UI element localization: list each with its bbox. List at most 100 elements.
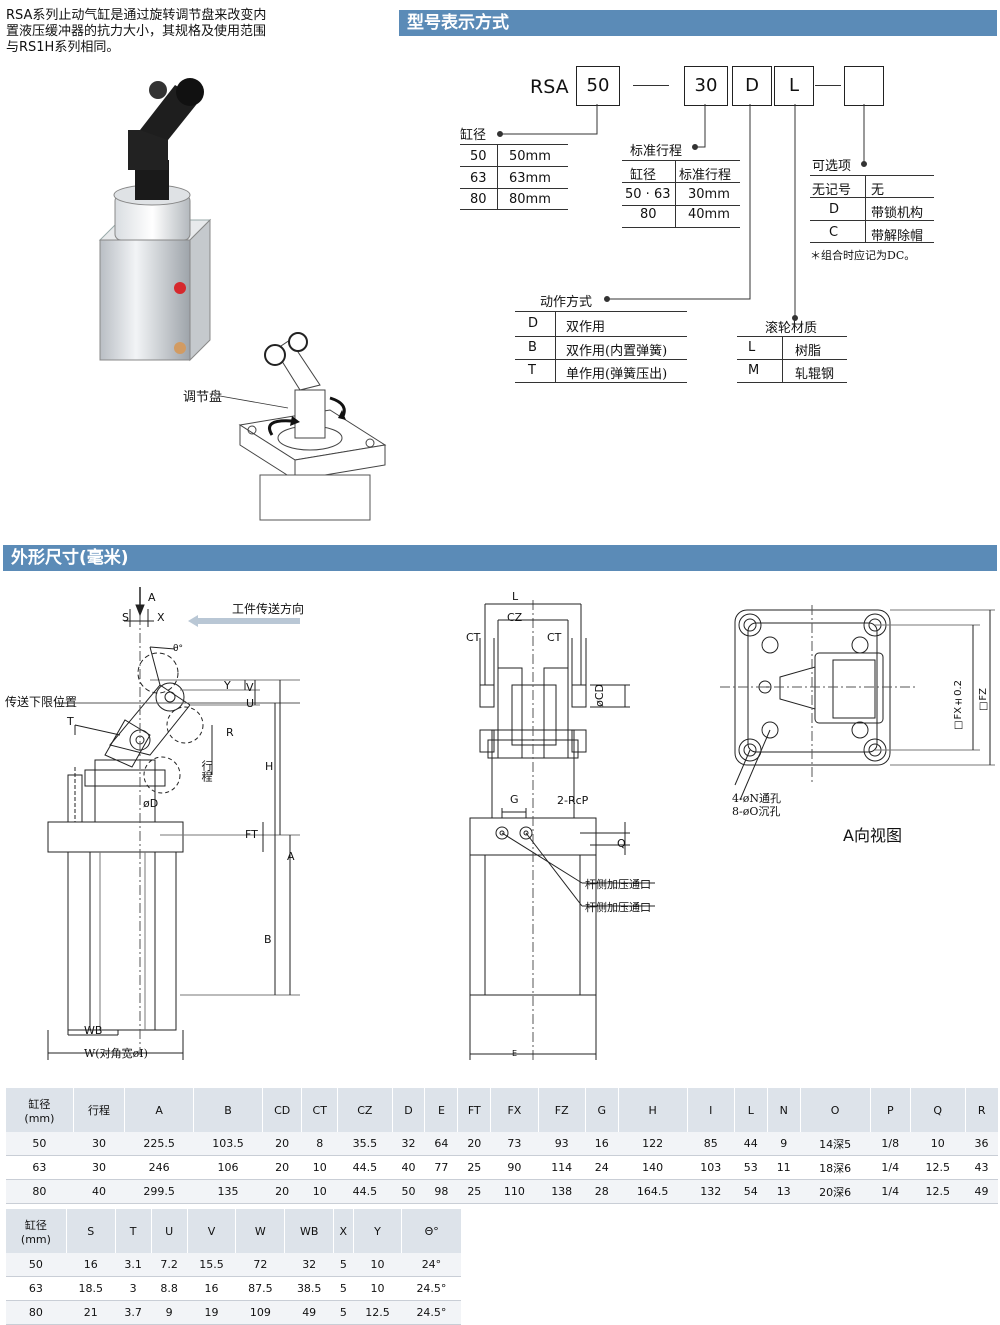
options-note: ＊组合时应记为DC。 [810,249,916,262]
spec-table-1-cell: 14深5 [800,1132,871,1156]
spec-table-1-cell: 25 [457,1155,491,1180]
options-row-3-code: C [829,225,839,240]
spec-table-1-cell: 35.5 [337,1132,393,1156]
spec-table-1-cell: 122 [618,1132,688,1156]
bore-row-1-code: 50 [470,149,487,164]
stroke-row-1-stroke: 30mm [688,187,730,202]
action-table-rule-3 [515,359,687,360]
spec-table-1-header-cell: E [424,1088,458,1132]
spec-table-2-cell: 5 [333,1253,354,1277]
label-U: U [246,697,255,710]
roller-code-box: L [774,66,814,106]
bore-table-rule-3 [460,188,568,189]
spec-table-1-cell: 8 [301,1132,338,1156]
spec-table-1-cell: 64 [424,1132,458,1156]
spec-table-1-cell: 20 [262,1155,302,1180]
a-view-title: A向视图 [843,826,902,845]
spec-table-1-header-cell: CZ [337,1088,393,1132]
spec-table-2-cell: 8.8 [151,1276,188,1301]
roller-row-2-code: M [748,363,760,378]
roller-row-1-code: L [748,340,756,355]
action-row-1-code: D [528,316,539,331]
spec-table-1-cell: 20 [262,1132,302,1156]
spec-table-2-cell: 19 [187,1300,236,1325]
spec-table-1-cell: 77 [424,1155,458,1180]
roller-table-title: 滚轮材质 [765,321,818,336]
bore-table-rule-4 [460,209,568,210]
bore-table-rule [460,144,568,145]
spec-table-2-cell: 72 [235,1253,285,1277]
spec-table-2-cell: 9 [151,1300,188,1325]
spec-table-1-cell: 28 [585,1179,619,1204]
label-FT: FT [245,828,258,841]
stroke-table-rule-4 [622,227,740,228]
spec-table-2-cell: 49 [284,1300,334,1325]
bore-row-3-value: 80mm [509,192,551,207]
label-V: V [246,681,254,694]
spec-table-1-header-cell: N [766,1088,801,1132]
stroke-row-2-stroke: 40mm [688,207,730,222]
spec-table-1-cell: 10 [301,1179,338,1204]
spec-table-1-cell: 54 [734,1179,768,1204]
spec-table-1-cell: 103.5 [193,1132,263,1156]
intro-line-1: RSA系列止动气缸是通过旋转调节盘来改变内 [6,8,267,23]
label-work-direction: 工件传送方向 [232,602,305,616]
stroke-table-rule-3 [622,205,740,206]
spec-table-1-cell: 110 [490,1179,539,1204]
model-section-title: 型号表示方式 [407,13,509,33]
spec-table-1-header-cell: FX [490,1088,539,1132]
spec-table-1-cell: 20 [457,1132,491,1156]
spec-table-1-cell: 63 [5,1155,74,1180]
label-rod-port: 杆侧加压通口 [585,878,651,891]
bore-table-rule-2 [460,166,568,167]
intro-text: RSA系列止动气缸是通过旋转调节盘来改变内 置液压缓冲器的抗力大小，其规格及使用… [6,8,336,56]
options-table-rule-3 [810,220,934,221]
label-R: R [226,726,234,739]
stroke-table-rule [622,160,740,161]
spec-table-1-header-cell: H [617,1088,688,1132]
spec-table-1-cell: 1/8 [870,1132,911,1156]
spec-table-1-cell: 1/4 [870,1155,911,1180]
label-theta: θ° [173,644,184,654]
model-dash [633,85,669,86]
action-table-rule [515,311,687,312]
options-row-3-desc: 带解除帽 [871,229,924,244]
roller-table-rule-3 [737,382,847,383]
spec-table-1-header-cell: 行程 [72,1088,125,1132]
spec-table-1-cell: 80 [5,1179,74,1204]
stroke-header-stroke: 标准行程 [679,168,732,183]
spec-table-1-header-cell: CD [261,1088,302,1132]
label-CT-left: CT [466,631,481,644]
spec-table-2-header-cell: X [333,1209,354,1253]
spec-table-2-cell: 24.5° [401,1300,461,1325]
front-view-drawing [469,600,655,1060]
label-W: W(对角宽øI) [84,1047,148,1060]
spec-table-1-cell: 16 [585,1132,619,1156]
options-row-2-code: D [829,202,840,217]
label-head-port: 杆侧加压通口 [585,901,651,914]
bore-row-2-code: 63 [470,171,487,186]
bore-row-3-code: 80 [470,192,487,207]
spec-table-1-cell: 135 [193,1179,263,1204]
side-view-drawing [47,587,300,1060]
spec-table-1-cell: 225.5 [124,1132,194,1156]
spec-table-1-header-cell: CT [301,1088,338,1132]
options-row-1-code: 无记号 [812,183,852,198]
spec-table-2-header-cell: W [235,1209,285,1253]
action-row-3-code: T [528,363,536,378]
label-CD: øCD [593,684,606,707]
label-G: G [510,793,519,806]
spec-table-2-header-cell: Θ° [401,1209,461,1253]
label-X: X [157,611,165,624]
spec-table-1-header-cell: R [964,1088,998,1132]
stroke-table-divider [675,161,676,227]
spec-table-1-header-cell: Q [910,1088,965,1132]
spec-table-1-cell: 20深6 [800,1179,871,1204]
spec-table-1-cell: 53 [734,1155,768,1180]
spec-table-1-cell: 24 [585,1155,619,1180]
spec-table-2-cell: 3.1 [115,1253,152,1277]
spec-table-2-cell: 5 [333,1276,354,1301]
